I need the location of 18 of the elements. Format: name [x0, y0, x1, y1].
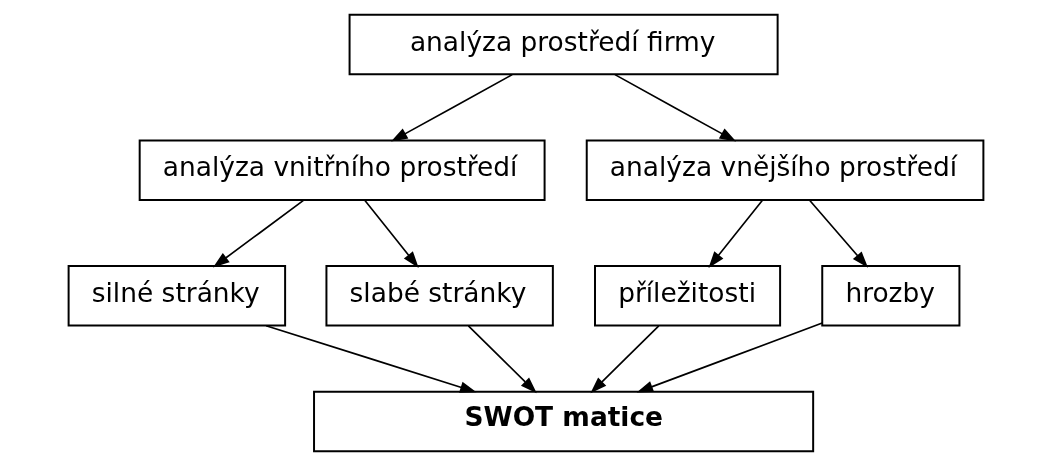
arrow [708, 199, 763, 268]
arrow [589, 325, 660, 394]
node-box: analýza vnějšího prostředí [585, 139, 984, 201]
arrow [363, 199, 419, 268]
node-box: příležitosti [593, 265, 781, 327]
node-box: hrozby [820, 265, 960, 327]
node-box: slabé stránky [324, 265, 554, 327]
arrow [613, 73, 736, 142]
node-box: analýza prostředí firmy [348, 13, 779, 76]
arrow [467, 325, 537, 394]
arrow [212, 199, 305, 268]
arrow [390, 73, 513, 142]
node-box: silné stránky [67, 265, 286, 327]
arrow [636, 322, 823, 393]
arrow [808, 199, 868, 268]
arrow [264, 324, 477, 393]
node-box: analýza vnitřního prostředí [138, 139, 546, 201]
node-box: SWOT matice [312, 390, 814, 453]
